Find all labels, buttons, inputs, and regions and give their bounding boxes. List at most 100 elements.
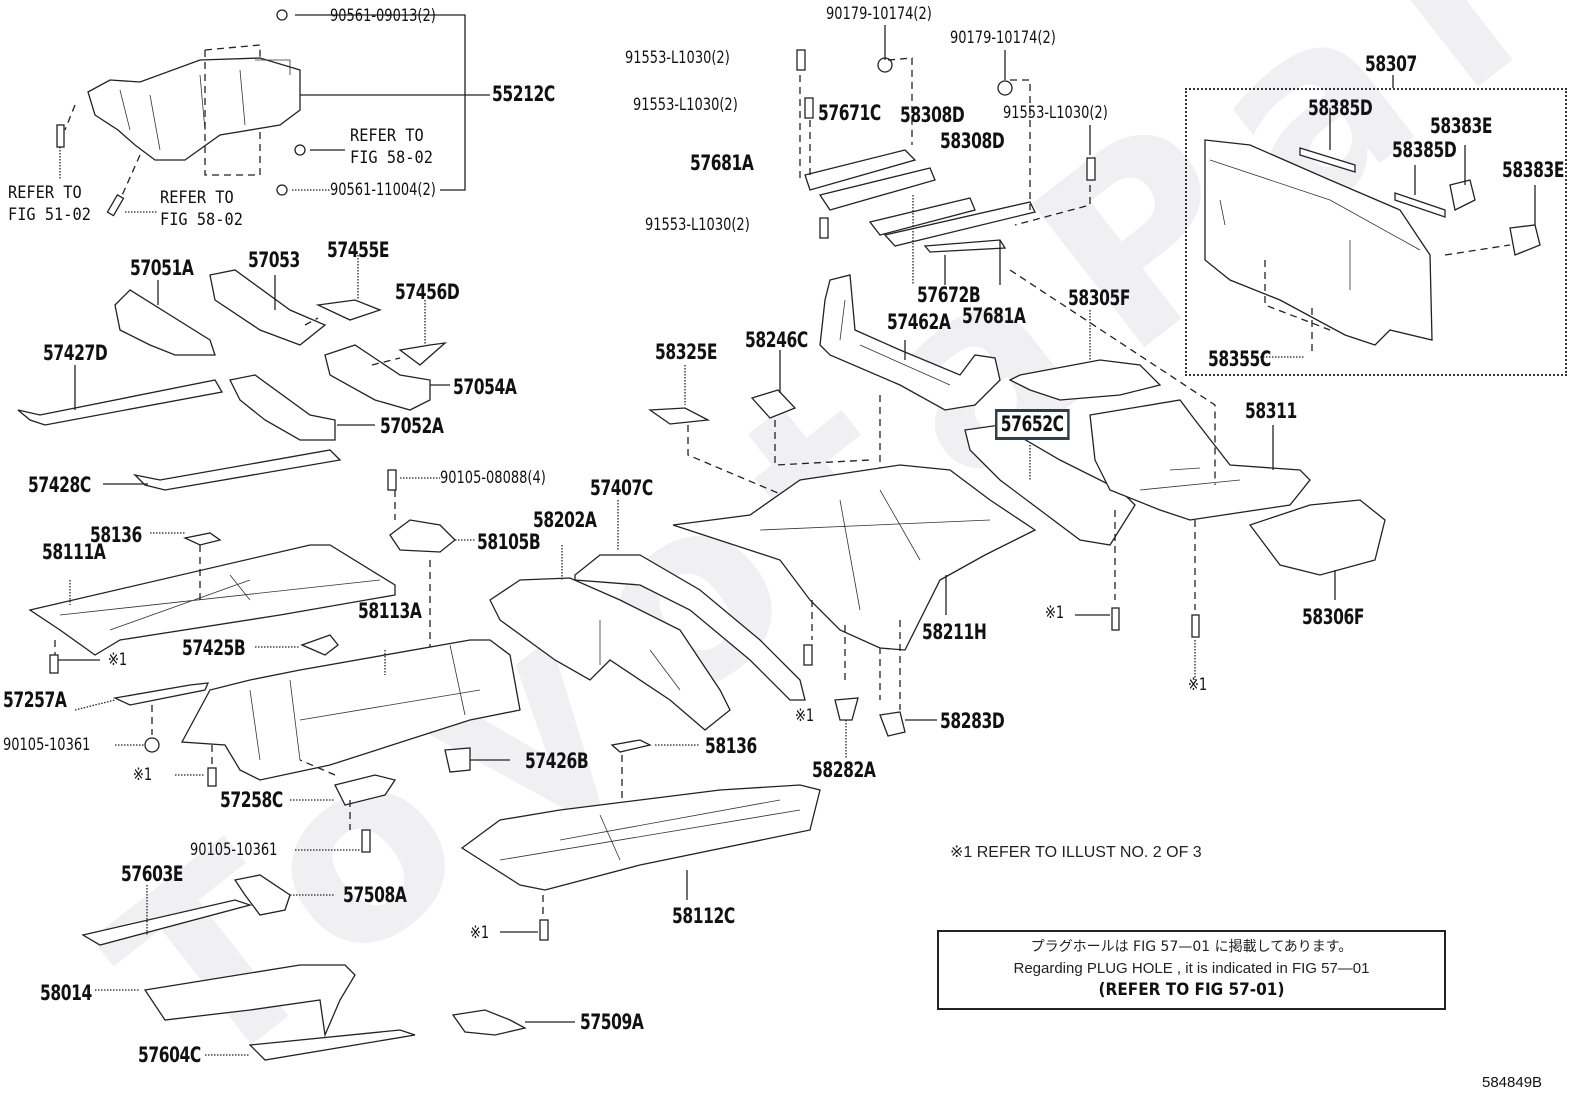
part-label-91553-L1030-d[interactable]: 91553-L1030(2) — [645, 215, 750, 235]
part-label-58306F[interactable]: 58306F — [1302, 605, 1365, 629]
part-label-91553-L1030-b[interactable]: 91553-L1030(2) — [633, 95, 738, 115]
part-label-57053[interactable]: 57053 — [248, 248, 300, 272]
part-label-90561-11004[interactable]: 90561-11004(2) — [330, 180, 436, 200]
part-58306F-shape[interactable] — [1248, 499, 1386, 576]
part-58282A-shape[interactable] — [834, 697, 859, 721]
part-57053-shape[interactable] — [209, 269, 327, 346]
part-57604C-shape[interactable] — [248, 1029, 416, 1061]
part-label-58136-a[interactable]: 58136 — [90, 523, 142, 547]
part-label-58014[interactable]: 58014 — [40, 981, 92, 1005]
part-58111A-shape[interactable] — [28, 544, 396, 656]
refer-label-51-02-line1[interactable]: REFER TO — [8, 183, 82, 203]
part-58305F-shape[interactable] — [1008, 359, 1162, 401]
part-57671C-shape[interactable] — [804, 149, 917, 191]
ref-mark-1-c[interactable]: ※1 — [470, 923, 490, 943]
part-label-90105-08088[interactable]: 90105-08088(4) — [440, 468, 546, 488]
part-label-90105-10361-b[interactable]: 90105-10361 — [190, 840, 278, 860]
part-label-57428C[interactable]: 57428C — [28, 473, 91, 497]
refer-label-58-02-line2[interactable]: FIG 58-02 — [350, 148, 433, 168]
part-57052A-shape[interactable] — [229, 374, 336, 441]
refer-label-51-02-line2[interactable]: FIG 51-02 — [8, 205, 91, 225]
part-label-90179-10174-a[interactable]: 90179-10174(2) — [826, 4, 932, 24]
part-58136-shape[interactable] — [182, 532, 222, 546]
part-57456D-shape[interactable] — [398, 342, 448, 366]
part-58385D-shape[interactable] — [1394, 192, 1446, 218]
part-label-58385D-a[interactable]: 58385D — [1308, 96, 1373, 120]
part-label-58385D-b[interactable]: 58385D — [1392, 138, 1457, 162]
part-58014-shape[interactable] — [143, 964, 356, 1038]
part-label-58311[interactable]: 58311 — [1245, 399, 1297, 423]
part-58385D-shape[interactable] — [1299, 147, 1356, 173]
part-label-58105B[interactable]: 58105B — [477, 530, 541, 554]
part-58307-shape[interactable] — [1204, 139, 1433, 346]
part-57455E-shape[interactable] — [315, 299, 382, 321]
part-58283D-shape[interactable] — [879, 711, 906, 737]
part-label-58308D-b[interactable]: 58308D — [940, 129, 1005, 153]
part-57681A-shape[interactable] — [923, 239, 1007, 253]
part-label-57407C[interactable]: 57407C — [590, 476, 653, 500]
ref-mark-1-a[interactable]: ※1 — [108, 650, 128, 670]
part-label-57051A[interactable]: 57051A — [130, 256, 194, 280]
part-label-58308D-a[interactable]: 58308D — [900, 103, 965, 127]
ref-mark-1-d[interactable]: ※1 — [795, 706, 815, 726]
part-58383E-shape[interactable] — [1449, 179, 1476, 211]
part-label-90105-10361-a[interactable]: 90105-10361 — [3, 735, 91, 755]
part-57425B-shape[interactable] — [300, 634, 339, 656]
part-label-58113A[interactable]: 58113A — [358, 599, 422, 623]
part-58246C-shape[interactable] — [750, 389, 797, 419]
part-label-91553-L1030-c[interactable]: 91553-L1030(2) — [1003, 103, 1108, 123]
part-label-90179-10174-b[interactable]: 90179-10174(2) — [950, 28, 1056, 48]
part-57054A-shape[interactable] — [324, 344, 431, 411]
part-57603E-shape[interactable] — [81, 899, 253, 946]
part-55212C-shape[interactable] — [87, 57, 301, 161]
part-label-57054A[interactable]: 57054A — [453, 375, 517, 399]
part-57652C-shape[interactable] — [964, 424, 1136, 546]
part-label-58111A[interactable]: 58111A — [42, 540, 106, 564]
part-57258C-shape[interactable] — [334, 774, 397, 806]
part-label-58383E-b[interactable]: 58383E — [1502, 158, 1565, 182]
part-57427D-shape[interactable] — [17, 379, 224, 426]
part-label-58112C[interactable]: 58112C — [672, 904, 735, 928]
part-57509A-shape[interactable] — [451, 1009, 527, 1036]
part-label-58325E[interactable]: 58325E — [655, 340, 718, 364]
part-58308D-shape[interactable] — [818, 167, 1036, 247]
note-refer-fig[interactable]: (REFER TO FIG 57-01) — [1098, 980, 1285, 1000]
part-label-57509A[interactable]: 57509A — [580, 1010, 644, 1034]
part-label-58211H[interactable]: 58211H — [922, 620, 987, 644]
part-58325E-shape[interactable] — [648, 407, 711, 425]
ref-mark-1-b[interactable]: ※1 — [133, 765, 153, 785]
part-label-58246C[interactable]: 58246C — [745, 328, 808, 352]
part-57428C-shape[interactable] — [133, 449, 342, 491]
part-label-57052A[interactable]: 57052A — [380, 414, 444, 438]
part-label-58283D[interactable]: 58283D — [940, 709, 1005, 733]
part-label-57425B[interactable]: 57425B — [182, 636, 246, 660]
part-57426B-shape[interactable] — [444, 747, 471, 773]
ref-mark-1-f[interactable]: ※1 — [1188, 675, 1208, 695]
part-58136-shape[interactable] — [610, 739, 652, 753]
part-58112C-shape[interactable] — [460, 784, 821, 891]
part-57257A-shape[interactable] — [112, 682, 210, 706]
part-label-57604C[interactable]: 57604C — [138, 1043, 201, 1067]
part-label-57681A-a[interactable]: 57681A — [690, 151, 754, 175]
part-58311-shape[interactable] — [1089, 399, 1311, 521]
part-label-57603E[interactable]: 57603E — [121, 862, 184, 886]
part-57051A-shape[interactable] — [114, 289, 216, 356]
part-58211H-shape[interactable] — [672, 464, 1037, 651]
part-label-57462A[interactable]: 57462A — [887, 310, 951, 334]
part-label-57258C[interactable]: 57258C — [220, 788, 283, 812]
part-label-58136-b[interactable]: 58136 — [705, 734, 757, 758]
part-label-55212C[interactable]: 55212C — [492, 82, 555, 106]
part-label-58307[interactable]: 58307 — [1365, 52, 1417, 76]
part-label-57672B[interactable]: 57672B — [917, 283, 981, 307]
part-58202A-shape[interactable] — [489, 577, 731, 731]
part-57508A-shape[interactable] — [233, 874, 291, 916]
part-58113A-shape[interactable] — [180, 639, 521, 781]
part-58383E-shape[interactable] — [1509, 224, 1541, 256]
part-label-57426B[interactable]: 57426B — [525, 749, 589, 773]
part-label-58355C[interactable]: 58355C — [1208, 347, 1271, 371]
part-label-58202A[interactable]: 58202A — [533, 508, 597, 532]
part-label-58305F[interactable]: 58305F — [1068, 286, 1131, 310]
part-label-57652C-highlighted[interactable]: 57652C — [995, 409, 1070, 440]
part-label-57456D[interactable]: 57456D — [395, 280, 460, 304]
refer-label-58-02b-line1[interactable]: REFER TO — [160, 188, 234, 208]
